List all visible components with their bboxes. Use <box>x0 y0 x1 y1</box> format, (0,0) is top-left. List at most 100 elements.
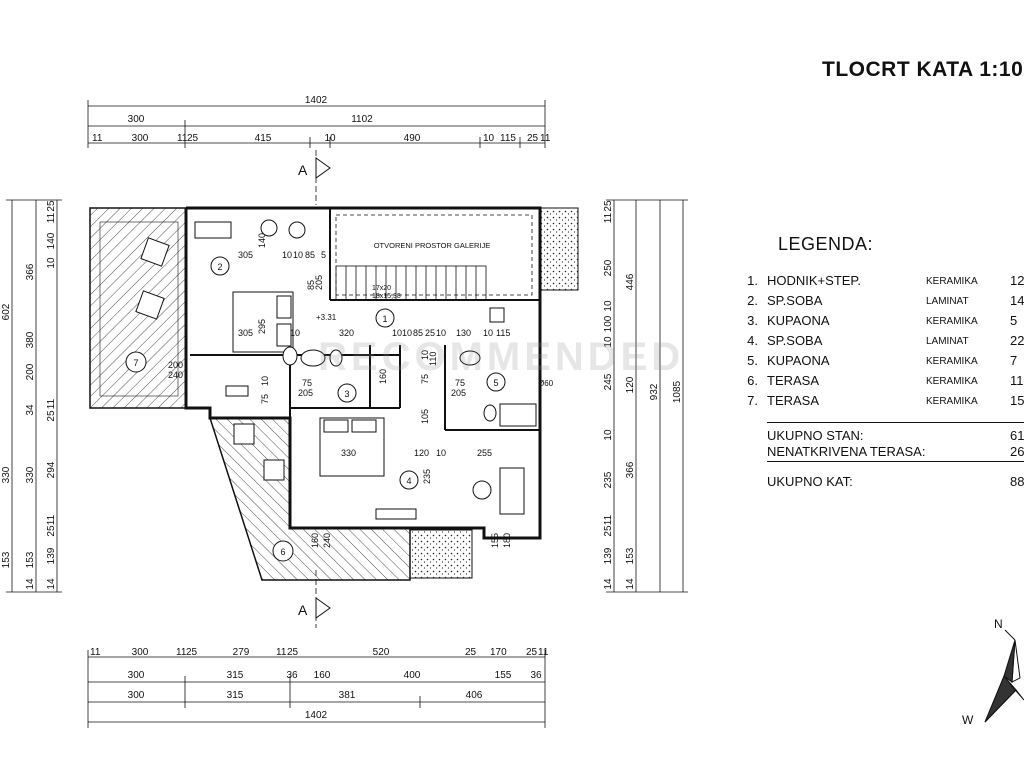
dim-right-in-139: 139 <box>603 547 614 564</box>
dim-bot-r2-2: 315 <box>227 670 244 681</box>
dim-right-in-245: 245 <box>603 373 614 390</box>
svg-text:10: 10 <box>260 376 270 386</box>
dim-right-in-25: 25 <box>603 200 614 212</box>
dim-left-in-11c: 11 <box>46 514 57 525</box>
dim-bot-r2-6: 155 <box>495 670 512 681</box>
dim-top-r3-5: 415 <box>255 133 272 144</box>
svg-text:10: 10 <box>392 328 402 338</box>
dim-bot-r2-5: 400 <box>404 670 421 681</box>
svg-text:10: 10 <box>420 350 430 360</box>
svg-text:25: 25 <box>425 328 435 338</box>
svg-text:295: 295 <box>257 319 267 334</box>
dim-right-120: 120 <box>625 376 636 393</box>
dim-left-in-139: 139 <box>46 547 57 564</box>
dim-right-in-10c: 10 <box>603 429 614 441</box>
dim-left-366: 366 <box>25 263 36 280</box>
dim-bot-r3-2: 315 <box>227 690 244 701</box>
dim-left-602: 602 <box>1 303 12 320</box>
legend-item: 6. TERASA KERAMIKA 11 <box>747 373 1024 388</box>
legend-item: 3. KUPAONA KERAMIKA 5 <box>747 313 1018 328</box>
svg-text:10: 10 <box>293 250 303 260</box>
svg-text:160: 160 <box>310 533 320 548</box>
svg-text:10: 10 <box>436 448 446 458</box>
dim-right-14: 14 <box>625 578 636 590</box>
gallery-label: OTVORENI PROSTOR GALERIJE <box>374 241 491 250</box>
room-4-furniture <box>225 385 525 520</box>
dim-bot-r1-1: 11 <box>90 647 101 658</box>
legend-heading: LEGENDA: <box>778 234 874 254</box>
legend-item: 2. SP.SOBA LAMINAT 14 <box>747 293 1024 308</box>
room-number-5: 5 <box>493 378 498 388</box>
dim-bot-r1-10: 170 <box>490 647 507 658</box>
dim-top-r3-4: 25 <box>187 133 199 144</box>
room-number-1: 1 <box>382 314 387 324</box>
svg-text:10: 10 <box>483 328 493 338</box>
dim-top-r3-6: 10 <box>324 133 336 144</box>
svg-text:105: 105 <box>420 409 430 424</box>
dim-left-in-14: 14 <box>46 578 57 590</box>
dim-right-in-235: 235 <box>603 471 614 488</box>
svg-text:240: 240 <box>322 533 332 548</box>
legend-list: 1. HODNIK+STEP. KERAMIKA 12 2. SP.SOBA L… <box>740 273 1024 413</box>
legend-item: 5. KUPAONA KERAMIKA 7 <box>747 353 1018 368</box>
svg-text:10: 10 <box>402 328 412 338</box>
watermark: RECOMMENDED <box>318 335 685 379</box>
stairs-label-1: 17x20 <box>372 285 391 292</box>
terrace-7: 7 <box>89 207 187 409</box>
dim-bot-r1-8: 520 <box>373 647 390 658</box>
bed-room-2 <box>232 291 294 353</box>
dim-bot-r2-1: 300 <box>128 670 145 681</box>
dim-left-330b: 330 <box>25 466 36 483</box>
svg-text:75: 75 <box>302 378 312 388</box>
dim-left-in-25: 25 <box>46 200 57 212</box>
dim-left-153b: 153 <box>25 551 36 568</box>
total-floor: UKUPNO KAT:88 <box>767 474 1024 489</box>
section-label-top: A <box>298 162 308 178</box>
dim-top-r2-1: 300 <box>128 114 145 125</box>
dim-bot-r1-2: 300 <box>132 647 149 658</box>
dim-top-r2-2: 1102 <box>351 114 373 125</box>
dim-bot-r1-4: 25 <box>186 647 198 658</box>
compass-north: N <box>994 617 1003 631</box>
svg-text:85: 85 <box>305 250 315 260</box>
dim-bot-r2-3: 36 <box>286 670 298 681</box>
svg-text:205: 205 <box>298 388 313 398</box>
dim-top-r3-11: 11 <box>540 133 551 144</box>
dim-bot-r1-6: 11 <box>276 647 287 658</box>
svg-text:140: 140 <box>257 233 267 248</box>
legend-item: 1. HODNIK+STEP. KERAMIKA 12 <box>747 273 1024 288</box>
right-dimension-labels: 1085 932 446 120 366 153 14 25 11 250 10… <box>603 200 683 590</box>
svg-text:235: 235 <box>422 469 432 484</box>
room-number-6: 6 <box>280 547 285 557</box>
top-dimensions <box>87 100 546 148</box>
dim-bot-r3-1: 300 <box>128 690 145 701</box>
svg-text:85: 85 <box>413 328 423 338</box>
level-mark: +3.31 <box>316 313 337 322</box>
bathroom-fixtures <box>194 219 537 427</box>
legend-divider <box>767 422 1024 423</box>
dim-left-153: 153 <box>1 551 12 568</box>
svg-text:110: 110 <box>428 352 438 366</box>
dim-left-in-140: 140 <box>46 232 57 249</box>
dim-left-in-11: 11 <box>46 212 57 223</box>
dim-left-in-25c: 25 <box>46 525 57 537</box>
compass-rose <box>984 629 1024 723</box>
svg-text:75: 75 <box>420 374 430 384</box>
legend-item: 7. TERASA KERAMIKA 15 <box>747 393 1024 408</box>
dim-bot-r3-3: 381 <box>339 690 356 701</box>
svg-text:305: 305 <box>238 328 253 338</box>
dim-bot-r1-12: 11 <box>538 647 549 658</box>
dim-right-1085: 1085 <box>672 380 683 403</box>
svg-text:330: 330 <box>341 448 356 458</box>
svg-text:320: 320 <box>339 328 354 338</box>
dim-bot-r1-3: 11 <box>176 647 187 658</box>
dim-top-r3-3: 11 <box>177 133 188 144</box>
dim-right-in-10b: 10 <box>603 336 614 348</box>
dim-right-in-250: 250 <box>603 259 614 276</box>
dim-left-200: 200 <box>25 363 36 380</box>
left-dimension-labels: 602 330 153 366 380 200 34 330 153 14 25… <box>1 200 57 590</box>
svg-text:200: 200 <box>168 360 183 370</box>
legend-divider <box>767 461 1024 462</box>
staircase <box>335 265 487 301</box>
